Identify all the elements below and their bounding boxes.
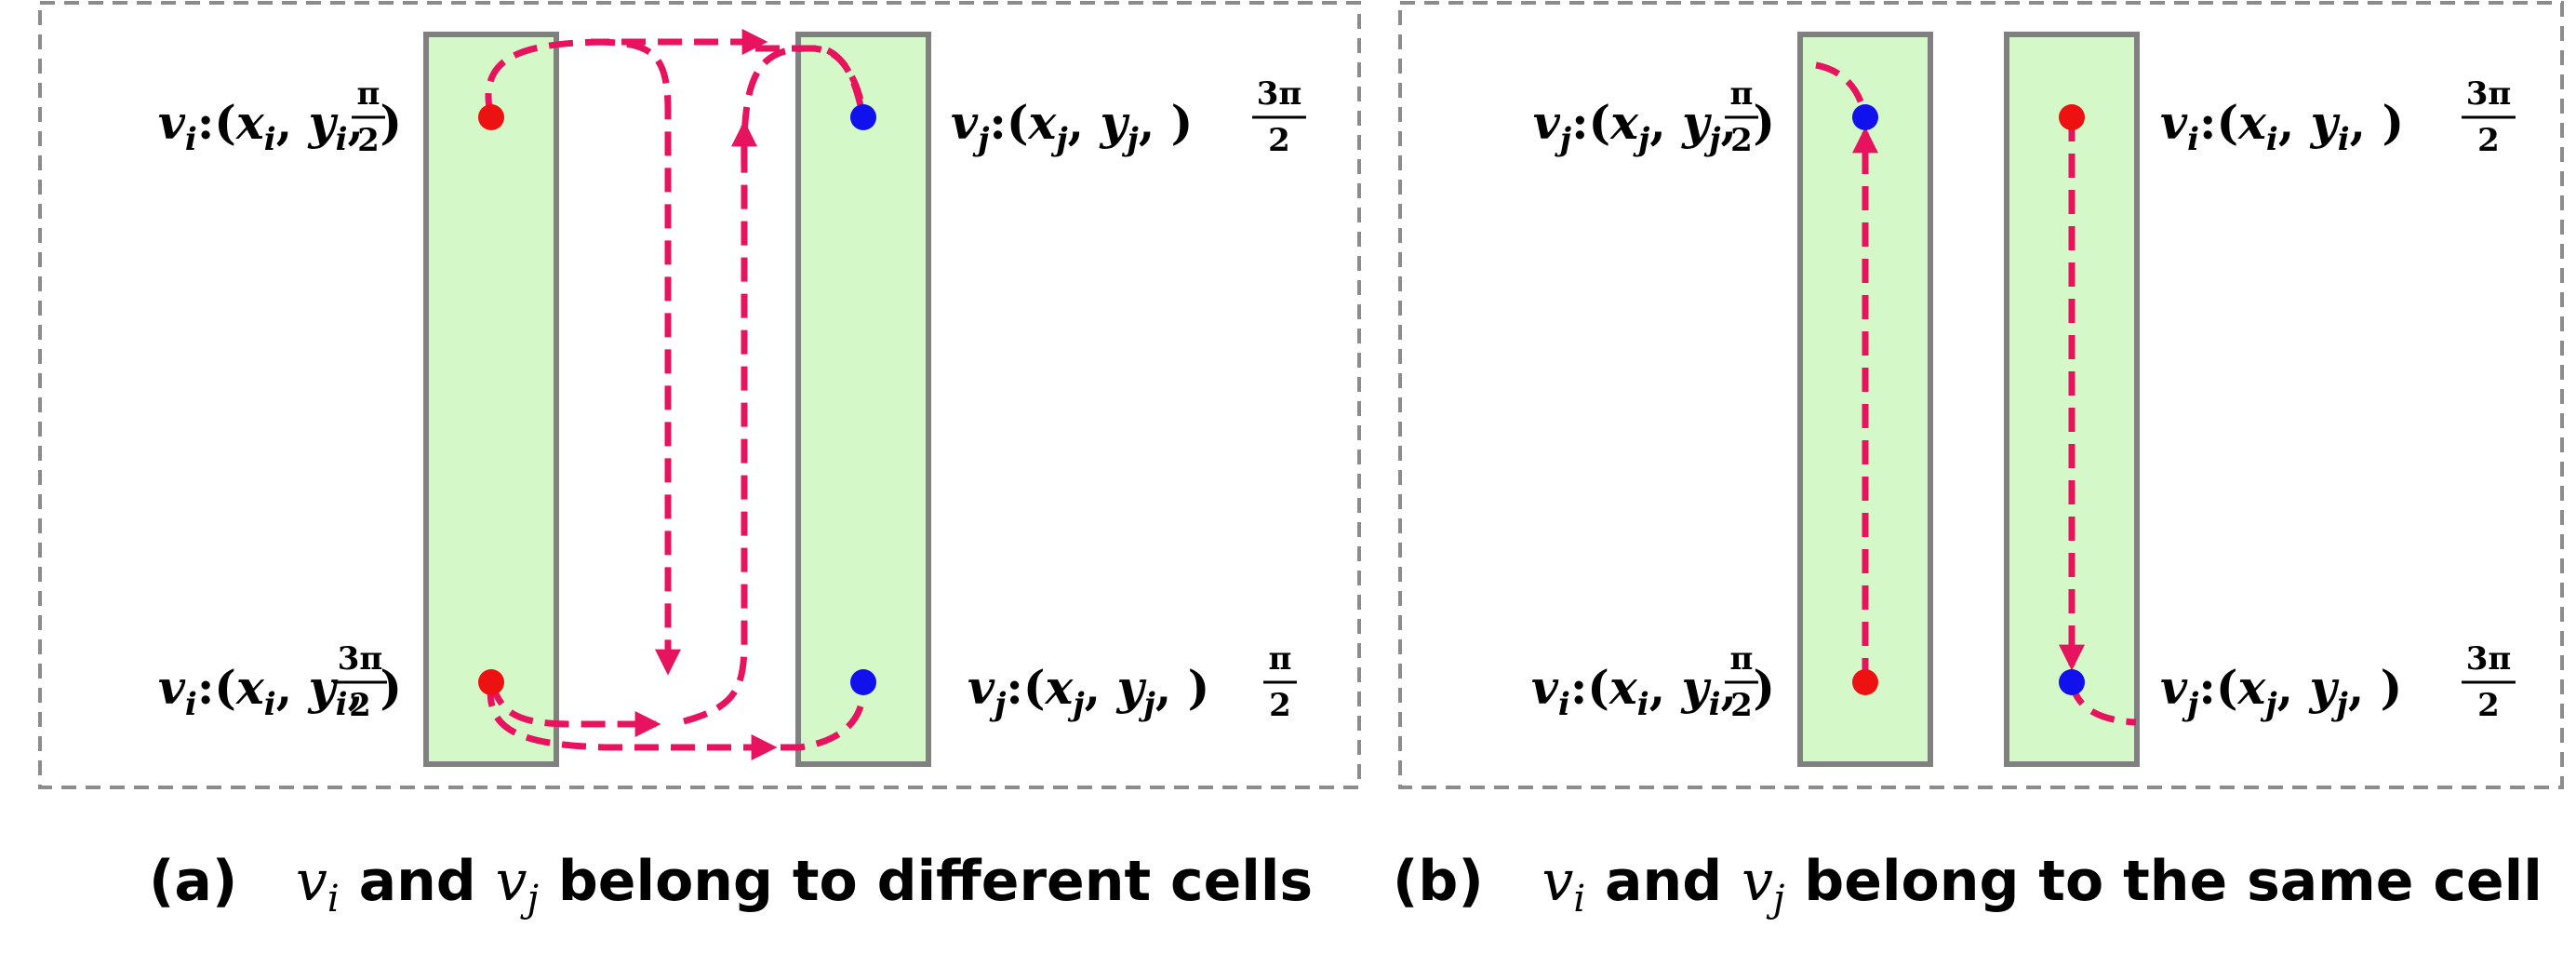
label-a-bottom-right: vj:(xj, yj, ) — [968, 660, 1209, 723]
label-a-bottom-left-frac-num: 3π — [338, 640, 383, 678]
label-b-bottom-left: vi:(xi, yi, ) — [1531, 660, 1775, 723]
panel-a: vi:(xi, yi, ) π 2 vi:(xi, yi, ) 3π 2 vj:… — [38, 1, 1361, 920]
node-b-right-top-red — [2059, 104, 2085, 130]
label-a-top-right: vj:(xj, yj, ) — [951, 95, 1193, 158]
label-b-top-right-frac-den: 2 — [2477, 122, 2500, 159]
label-b-bottom-left-frac-num: π — [1730, 640, 1754, 678]
caption-b: (b) vi and vj belong to the same cell — [1393, 849, 2543, 920]
path-a-bottom-long — [487, 681, 778, 760]
path-a-top-down — [590, 38, 681, 676]
cell-a-left — [423, 32, 559, 767]
label-a-bottom-left: vi:(xi, yi, ) — [158, 660, 402, 723]
label-b-bottom-left-frac-den: 2 — [1730, 687, 1753, 724]
label-a-bottom-left-frac-den: 2 — [349, 687, 371, 724]
label-a-top-right-frac-num: 3π — [1257, 75, 1302, 113]
label-b-top-left-frac-num: π — [1730, 75, 1754, 113]
panel-b: vj:(xj, yj, ) π 2 vi:(xi, yi, ) π 2 vi:(… — [1393, 1, 2564, 920]
label-b-top-left-frac-den: 2 — [1730, 122, 1753, 159]
label-a-top-left-frac-num: π — [357, 75, 380, 113]
caption-a: (a) vi and vj belong to different cells — [149, 849, 1313, 920]
cell-b-left — [1797, 32, 1933, 767]
panel-a-frame — [38, 1, 1361, 789]
node-a-top-right-blue — [850, 104, 876, 130]
panel-b-frame — [1398, 1, 2564, 789]
node-a-bottom-left-red — [478, 669, 504, 695]
node-a-top-left-red — [478, 104, 504, 130]
node-b-right-bottom-blue — [2059, 669, 2085, 695]
label-b-top-left: vj:(xj, yj, ) — [1533, 95, 1775, 158]
cell-b-right — [2004, 32, 2140, 767]
path-b-left-entry — [1815, 61, 1869, 118]
label-a-top-left-frac-den: 2 — [357, 122, 380, 159]
label-b-top-right: vi:(xi, yi, ) — [2160, 95, 2404, 158]
node-b-left-bottom-red — [1852, 669, 1878, 695]
label-b-bottom-right-frac-den: 2 — [2477, 687, 2500, 724]
cell-a-right — [795, 32, 931, 767]
label-b-bottom-right-frac-num: 3π — [2466, 640, 2512, 678]
label-b-bottom-right: vj:(xj, yj, ) — [2160, 660, 2402, 723]
node-a-bottom-right-blue — [850, 669, 876, 695]
label-b-top-right-frac-num: 3π — [2466, 75, 2512, 113]
label-a-bottom-right-frac-num: π — [1269, 640, 1292, 678]
label-a-top-left: vi:(xi, yi, ) — [158, 95, 402, 158]
node-b-left-top-blue — [1852, 104, 1878, 130]
label-a-top-right-frac-den: 2 — [1268, 122, 1290, 159]
label-a-bottom-right-frac-den: 2 — [1269, 687, 1291, 724]
path-a-bottom-up — [683, 120, 757, 725]
